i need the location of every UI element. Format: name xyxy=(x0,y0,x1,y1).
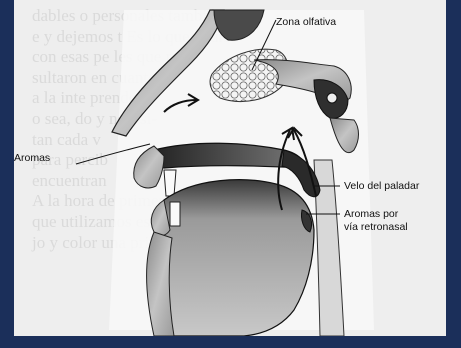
lower-teeth xyxy=(170,202,180,226)
retronasal-label-line2: vía retronasal xyxy=(344,221,408,233)
retronasal-label-line1: Aromas por xyxy=(344,208,398,220)
tongue xyxy=(162,180,314,336)
soft-palate-label: Velo del paladar xyxy=(344,180,419,192)
aromas-label: Aromas xyxy=(14,152,50,164)
upper-teeth xyxy=(164,170,176,196)
olfactory-zone-label: Zona olfativa xyxy=(276,16,336,28)
book-page: dables o personales tambiéne y dejemos t… xyxy=(14,0,446,336)
nasal-cavity-diagram xyxy=(14,0,446,336)
sinus-opening xyxy=(327,93,337,103)
